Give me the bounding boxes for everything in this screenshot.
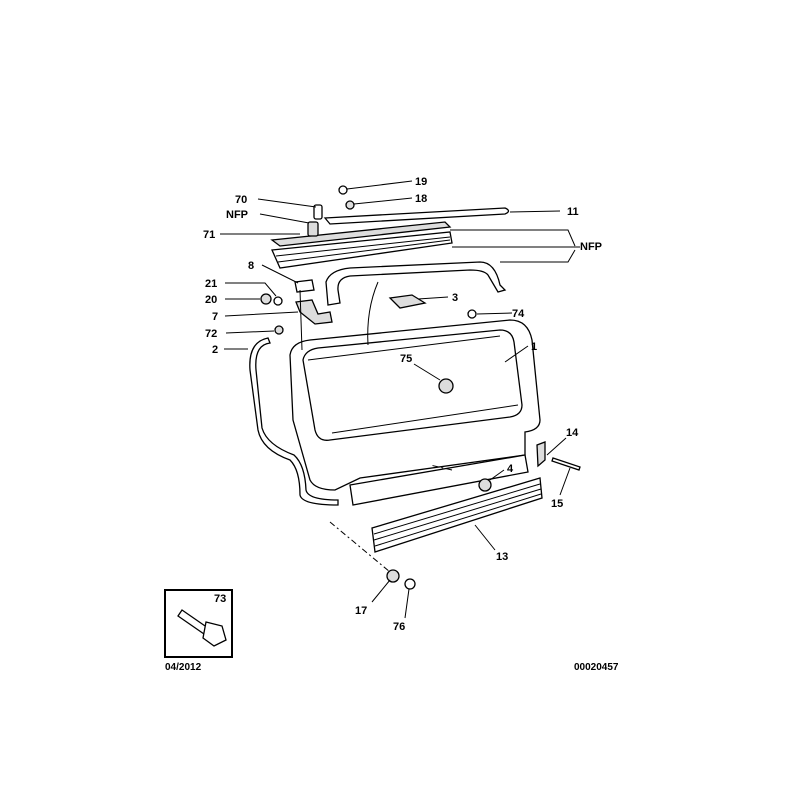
part-8-hinge-plate[interactable] (294, 279, 315, 293)
callout-7: 7 (212, 311, 218, 323)
callout-18: 18 (415, 193, 427, 205)
callout-75: 75 (400, 353, 412, 365)
callout-73: 73 (214, 593, 226, 605)
spoiler-body[interactable] (271, 231, 453, 269)
callout-nfp-left: NFP (226, 209, 248, 221)
callout-14: 14 (566, 427, 579, 439)
callout-13: 13 (496, 551, 508, 563)
part-70-bolt[interactable] (313, 204, 323, 220)
number-plate-panel[interactable] (349, 454, 529, 506)
diagram-date: 04/2012 (165, 662, 202, 673)
part-72-buffer[interactable] (274, 325, 284, 335)
part-17-nut[interactable] (386, 569, 400, 583)
callout-2: 2 (212, 344, 218, 356)
part-19-screw[interactable] (338, 185, 348, 195)
callout-21: 21 (205, 278, 217, 290)
part-3-bracket[interactable] (388, 294, 427, 309)
part-7-hinge[interactable] (295, 299, 333, 325)
part-20-bush[interactable] (260, 293, 272, 305)
callout-76: 76 (393, 621, 405, 633)
part-11-trim-strip[interactable] (323, 207, 510, 225)
part-74-clip[interactable] (467, 309, 477, 319)
part-76-washer[interactable] (404, 578, 416, 590)
callout-74: 74 (512, 308, 525, 320)
part-2-seal[interactable] (249, 337, 339, 506)
part-75-grommet[interactable] (438, 378, 454, 394)
callout-19: 19 (415, 176, 427, 188)
callout-71: 71 (203, 229, 215, 241)
callout-17: 17 (355, 605, 367, 617)
callout-72: 72 (205, 328, 217, 340)
callout-nfp-right: NFP (580, 241, 602, 253)
callout-3: 3 (452, 292, 458, 304)
part-15-pin[interactable] (551, 457, 581, 471)
callout-8: 8 (248, 260, 254, 272)
callout-11: 11 (567, 206, 579, 218)
upper-seal[interactable] (325, 261, 507, 306)
spoiler-upper[interactable] (270, 221, 452, 247)
callout-15: 15 (551, 498, 563, 510)
part-4-plug[interactable] (478, 478, 492, 492)
diagram-reference: 00020457 (574, 662, 619, 673)
callout-70: 70 (235, 194, 247, 206)
part-14-striker[interactable] (536, 441, 546, 468)
part-18-screw[interactable] (345, 200, 355, 210)
inset-box-73 (164, 589, 233, 658)
part-21-washer[interactable] (273, 296, 283, 306)
callout-1: 1 (531, 341, 537, 353)
callout-4: 4 (507, 463, 514, 475)
callout-20: 20 (205, 294, 217, 306)
